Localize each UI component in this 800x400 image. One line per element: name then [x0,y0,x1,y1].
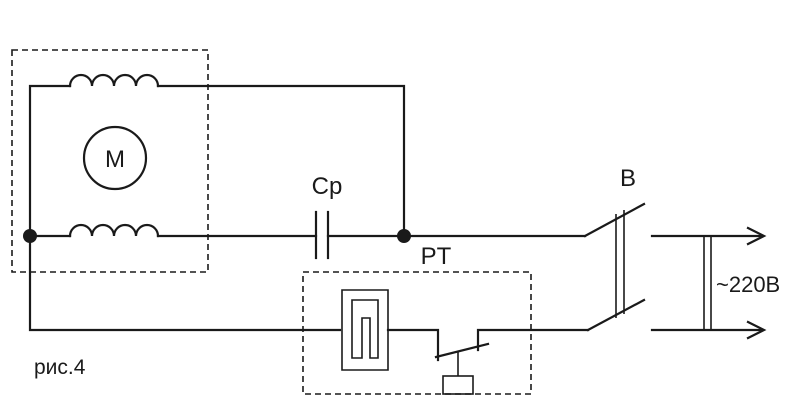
relay-contact-left [386,328,440,362]
left-wire [28,84,342,332]
motor-enclosure [11,49,209,273]
run-winding [68,73,160,88]
switch-label: B [620,165,636,192]
relay-contact-blade [434,342,490,359]
motor-label: M [105,146,125,173]
arrow-top-icon [746,226,767,246]
arrow-bottom-icon [746,320,767,340]
capacitor-label: Cp [312,173,343,200]
junction-left [23,229,37,243]
relay-enclosure [302,271,532,395]
voltage-label: ~220B [716,272,780,297]
figure-caption: рис.4 [34,356,86,379]
top-wire [156,84,406,238]
relay-armature [442,375,474,395]
relay-coil [341,289,389,371]
relay-contact-right [476,328,590,352]
start-winding [68,223,160,238]
switch-blade-top [583,202,646,238]
motor-symbol [82,125,148,191]
relay-label: PT [421,243,452,270]
junction-right [397,229,411,243]
